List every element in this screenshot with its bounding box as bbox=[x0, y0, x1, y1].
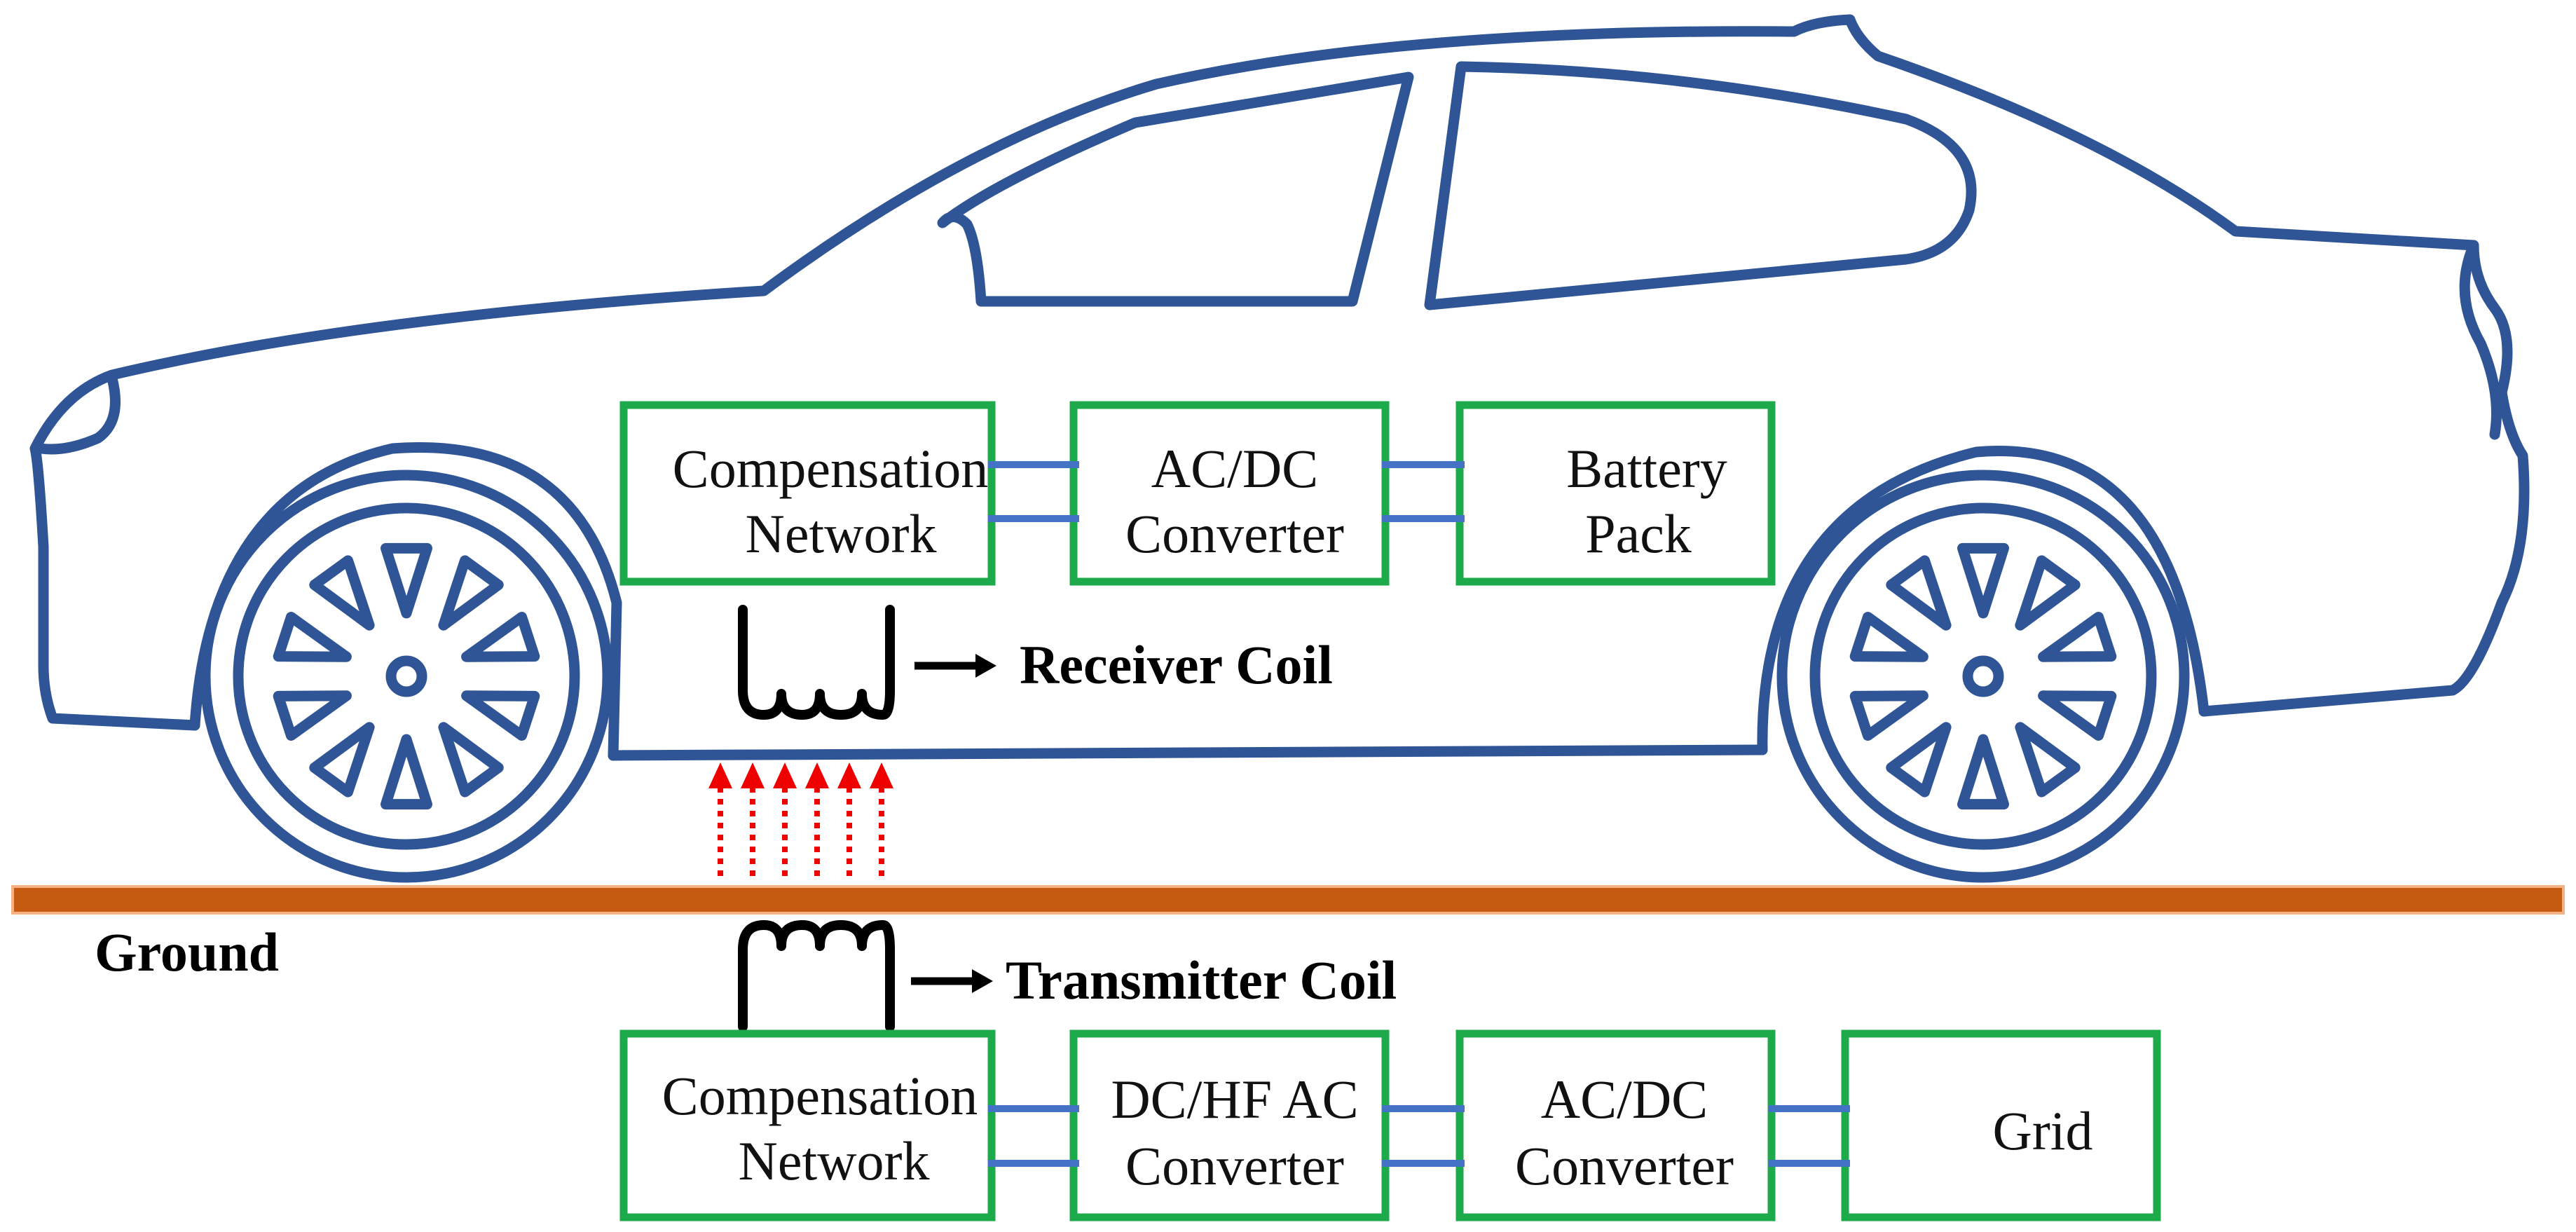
box-label: AC/DC bbox=[1151, 438, 1318, 499]
car-body bbox=[29, 14, 2530, 731]
wheel-spoke bbox=[381, 734, 432, 810]
front-tire-inner bbox=[233, 502, 580, 850]
wheel-spoke bbox=[1957, 542, 2009, 619]
wheel-spoke bbox=[2015, 722, 2081, 798]
front-hub bbox=[385, 655, 427, 697]
receiver-coil bbox=[738, 605, 895, 720]
field-arrow-head bbox=[741, 762, 765, 788]
box-label: Pack bbox=[1585, 503, 1692, 564]
vehicle-ac-dc-converter-box: AC/DC Converter bbox=[1069, 401, 1390, 586]
ground-label: Ground bbox=[95, 922, 279, 983]
wheel-spoke bbox=[1886, 555, 1952, 631]
front-wheel bbox=[200, 470, 613, 883]
transmitter-coil-label: Transmitter Coil bbox=[1006, 950, 1397, 1011]
ground-compensation-network-box: Compensation Network bbox=[619, 1029, 996, 1221]
ground-bar bbox=[11, 885, 2565, 915]
box-label: AC/DC bbox=[1541, 1069, 1708, 1130]
transmitter-coil-arrow bbox=[911, 969, 993, 993]
battery-pack-box: Battery Pack bbox=[1455, 401, 1776, 586]
rear-spokes bbox=[1849, 542, 2117, 810]
box-label: Network bbox=[739, 1130, 930, 1191]
box-label: DC/HF AC bbox=[1111, 1069, 1358, 1130]
box-label: Grid bbox=[1993, 1100, 2093, 1161]
receiver-coil-arrow bbox=[914, 654, 996, 678]
box-label: Compensation bbox=[662, 1065, 978, 1126]
box-label: Network bbox=[746, 503, 937, 564]
rear-window bbox=[1424, 61, 1977, 310]
wheel-spoke bbox=[2038, 612, 2117, 662]
box-label: Compensation bbox=[673, 438, 989, 499]
field-arrow-head bbox=[870, 762, 893, 788]
wheel-spoke bbox=[273, 612, 352, 662]
rear-tire-outer bbox=[1776, 470, 2190, 883]
box-label: Converter bbox=[1125, 503, 1344, 564]
field-arrow-head bbox=[837, 762, 861, 788]
box-label: Converter bbox=[1125, 1135, 1344, 1196]
box-label: Battery bbox=[1566, 438, 1727, 499]
rear-hub bbox=[1962, 655, 2004, 697]
wheel-spoke bbox=[309, 555, 375, 631]
ground-connectors bbox=[988, 1105, 1850, 1167]
box-label: Converter bbox=[1515, 1135, 1734, 1196]
wheel-spoke bbox=[1886, 722, 1952, 798]
rear-tire-inner bbox=[1809, 502, 2157, 850]
transmitter-coil bbox=[738, 920, 895, 1032]
front-window bbox=[937, 71, 1414, 307]
front-tire-outer bbox=[200, 470, 613, 883]
front-spokes bbox=[273, 542, 540, 810]
field-arrow-head bbox=[773, 762, 797, 788]
transmitter-coil-winding bbox=[738, 920, 895, 1032]
magnetic-field-arrows bbox=[708, 762, 893, 876]
tail-light bbox=[2459, 240, 2502, 440]
ground-ac-dc-converter-box: AC/DC Converter bbox=[1455, 1029, 1776, 1221]
rear-wheel-arch bbox=[1757, 446, 2210, 755]
dc-hf-ac-converter-box: DC/HF AC Converter bbox=[1069, 1029, 1390, 1221]
wheel-spoke bbox=[381, 542, 432, 619]
wheel-spoke bbox=[461, 612, 540, 662]
wheel-spoke bbox=[461, 690, 540, 741]
grid-box: Grid bbox=[1841, 1029, 2161, 1221]
wheel-spoke bbox=[2015, 555, 2081, 631]
field-arrow-head bbox=[805, 762, 829, 788]
rear-wheel bbox=[1776, 470, 2190, 883]
wheel-spoke bbox=[1849, 690, 1928, 741]
headlight bbox=[35, 373, 121, 455]
car-rocker bbox=[608, 744, 1768, 761]
wheel-spoke bbox=[438, 722, 504, 798]
wheel-spoke bbox=[1849, 612, 1928, 662]
receiver-coil-winding bbox=[738, 605, 895, 720]
field-arrow-head bbox=[708, 762, 732, 788]
vehicle-connectors bbox=[988, 461, 1465, 522]
vehicle-compensation-network-box: Compensation Network bbox=[619, 401, 996, 586]
wheel-spoke bbox=[1957, 734, 2009, 810]
wheel-spoke bbox=[309, 722, 375, 798]
receiver-coil-label: Receiver Coil bbox=[1020, 634, 1333, 695]
wheel-spoke bbox=[2038, 690, 2117, 741]
wheel-spoke bbox=[273, 690, 352, 741]
wheel-spoke bbox=[438, 555, 504, 631]
